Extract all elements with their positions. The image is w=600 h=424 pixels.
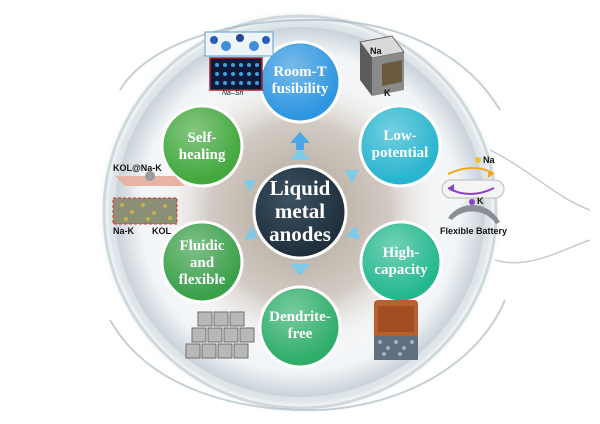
node-gloss-high-capacity xyxy=(363,224,439,300)
node-self-healing xyxy=(160,104,244,188)
connector-arrows xyxy=(244,148,360,276)
crystal-structure-illustration xyxy=(204,31,274,91)
node-gloss-room-t xyxy=(262,44,338,120)
node-low-potential xyxy=(358,104,442,188)
node-gloss-low-potential xyxy=(362,108,438,184)
room-t-arrow xyxy=(290,132,310,150)
center-node xyxy=(252,164,348,260)
center-label: Liquid metal anodes xyxy=(269,176,331,246)
flexible-battery-illustration xyxy=(441,157,505,224)
node-high-capacity xyxy=(359,220,443,304)
annotation-na-ion: Na xyxy=(483,155,495,165)
node-room-t xyxy=(258,40,342,124)
fluidic-mesh-illustration xyxy=(185,311,255,359)
annotation-k-ion: K xyxy=(477,196,484,206)
node-gloss-dendrite-free xyxy=(262,289,338,365)
annotation-kol-na-k: KOL@Na-K xyxy=(113,163,162,173)
node-gloss-fluidic xyxy=(164,224,240,300)
annotation-na-top: Na xyxy=(370,46,382,56)
annotation-kol: KOL xyxy=(152,226,171,236)
node-fluidic xyxy=(160,220,244,304)
dendrite-free-illustration xyxy=(374,300,418,360)
annotation-k-top: K xyxy=(384,88,391,98)
self-healing-illustration xyxy=(112,171,185,225)
na-k-cube-illustration xyxy=(359,35,405,96)
annotation-nasn: Na–Sn xyxy=(222,90,244,97)
annotation-na-k: Na-K xyxy=(113,226,135,236)
annotation-flexible-battery: Flexible Battery xyxy=(440,226,508,236)
node-dendrite-free xyxy=(258,285,342,369)
satellite-nodes xyxy=(160,40,443,369)
node-gloss-self-healing xyxy=(164,108,240,184)
